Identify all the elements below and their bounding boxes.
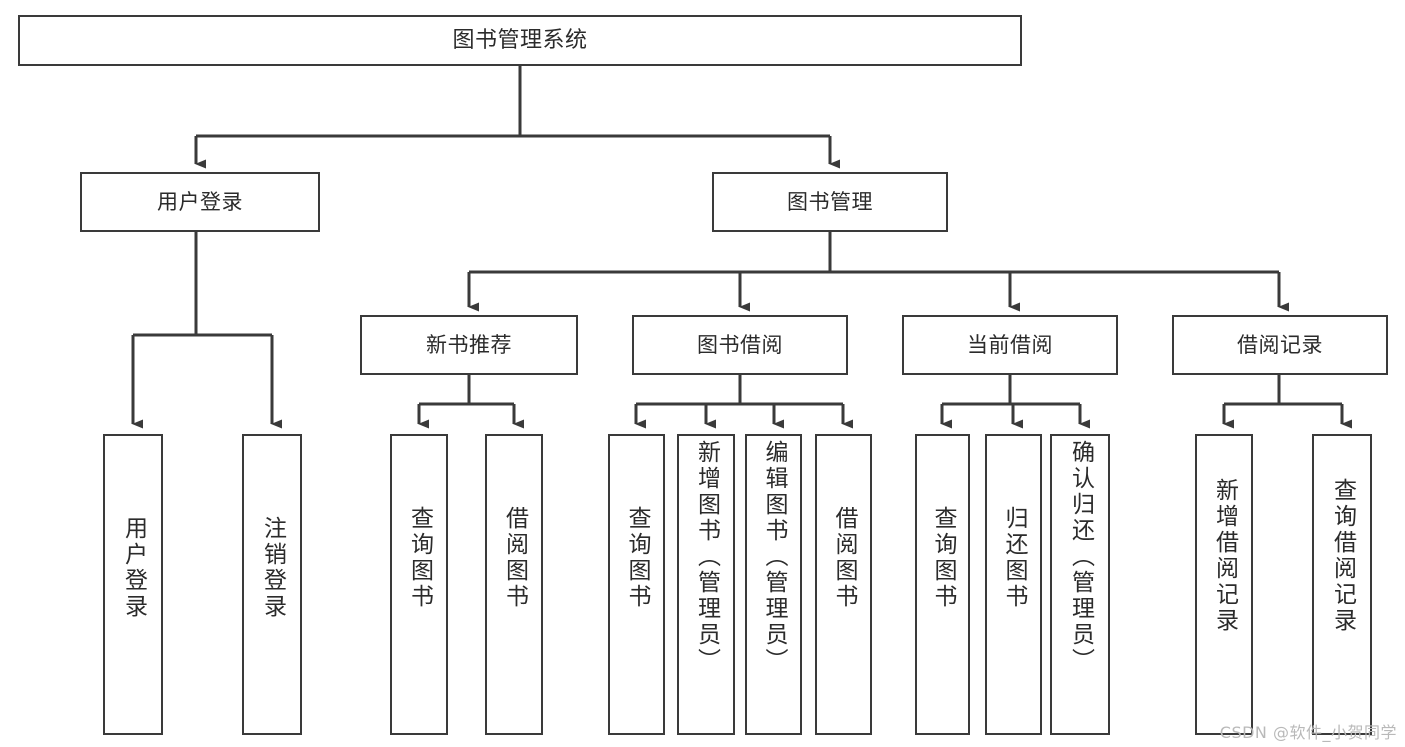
node-label: 图书管理 — [787, 189, 873, 214]
node-label: 确认归还（管理员） — [1067, 440, 1094, 674]
node-label: 新增借阅记录 — [1211, 478, 1238, 634]
node-label: 注销登录 — [259, 516, 286, 620]
node-label: 借阅图书 — [501, 506, 528, 610]
leaf-confirm-return-admin[interactable]: 确认归还（管理员） — [1050, 434, 1110, 735]
node-current-borrow[interactable]: 当前借阅 — [902, 315, 1118, 375]
leaf-add-borrow-record[interactable]: 新增借阅记录 — [1195, 434, 1253, 735]
node-label: 图书管理系统 — [452, 27, 588, 53]
leaf-add-book-admin[interactable]: 新增图书（管理员） — [677, 434, 735, 735]
leaf-query-book-borrow[interactable]: 查询图书 — [608, 434, 665, 735]
node-borrow-record[interactable]: 借阅记录 — [1172, 315, 1388, 375]
node-label: 查询借阅记录 — [1329, 478, 1356, 634]
node-label: 借阅图书 — [831, 506, 857, 610]
leaf-borrow-book-recommend[interactable]: 借阅图书 — [485, 434, 543, 735]
node-label: 用户登录 — [157, 189, 243, 214]
node-label: 查询图书 — [930, 506, 956, 610]
node-label: 查询图书 — [624, 506, 650, 610]
leaf-return-book[interactable]: 归还图书 — [985, 434, 1042, 735]
node-label: 用户登录 — [120, 516, 147, 620]
leaf-query-book-current[interactable]: 查询图书 — [915, 434, 970, 735]
node-label: 借阅记录 — [1237, 332, 1323, 357]
csdn-watermark: CSDN @软件_小贺同学 — [1219, 723, 1397, 742]
node-new-book-recommend[interactable]: 新书推荐 — [360, 315, 578, 375]
node-book-management[interactable]: 图书管理 — [712, 172, 948, 232]
node-label: 图书借阅 — [697, 332, 783, 357]
node-book-borrow[interactable]: 图书借阅 — [632, 315, 848, 375]
leaf-edit-book-admin[interactable]: 编辑图书（管理员） — [745, 434, 802, 735]
node-user-login[interactable]: 用户登录 — [80, 172, 320, 232]
node-label: 编辑图书（管理员） — [761, 440, 787, 674]
node-label: 新书推荐 — [426, 332, 512, 357]
leaf-query-borrow-record[interactable]: 查询借阅记录 — [1312, 434, 1372, 735]
node-label: 查询图书 — [406, 506, 433, 610]
node-label: 新增图书（管理员） — [693, 440, 720, 674]
leaf-query-book-recommend[interactable]: 查询图书 — [390, 434, 448, 735]
node-label: 归还图书 — [1001, 506, 1027, 610]
node-root-system[interactable]: 图书管理系统 — [18, 15, 1022, 66]
leaf-logout[interactable]: 注销登录 — [242, 434, 302, 735]
node-label: 当前借阅 — [967, 332, 1053, 357]
leaf-borrow-book[interactable]: 借阅图书 — [815, 434, 872, 735]
leaf-user-login[interactable]: 用户登录 — [103, 434, 163, 735]
